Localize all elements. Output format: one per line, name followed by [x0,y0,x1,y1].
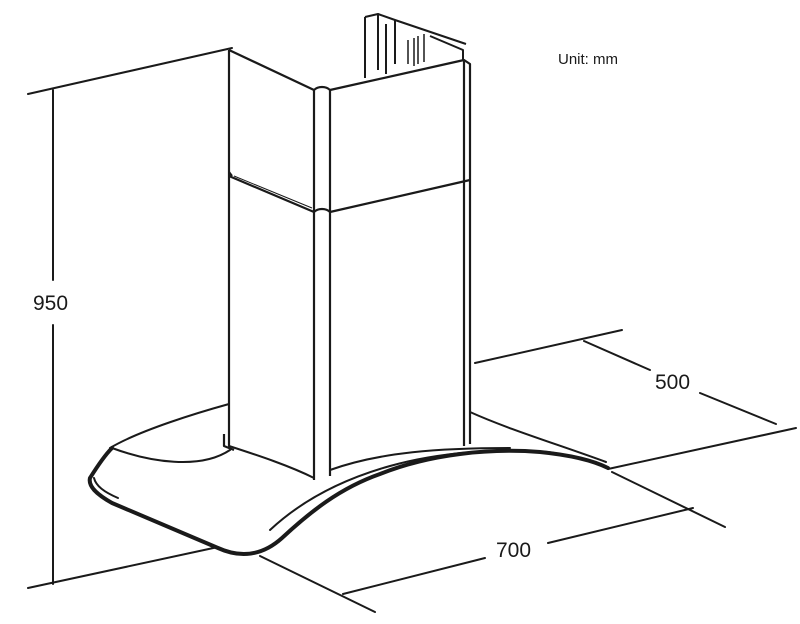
canopy [87,403,610,556]
depth-dimension-line-upper [583,340,651,371]
depth-front-extension-line [607,427,797,470]
chimney-joint-highlight [233,175,313,209]
inner-chimney-right [429,35,464,60]
width-dimension-label: 700 [496,539,531,562]
unit-label: Unit: mm [558,51,618,68]
depth-back-extension-line [474,329,623,364]
chimney-front-corner [312,85,332,480]
chimney-left-bottom [222,434,235,452]
canopy-glass-inner-edge [93,449,605,531]
inner-chimney-outline [364,13,467,78]
dimension-lines [27,47,797,613]
height-top-extension-line [27,47,233,95]
width-left-extension-line [259,555,376,613]
chimney-joint-left [228,174,331,214]
chimney-joint-right [228,171,471,214]
chimney-cover [222,49,472,480]
width-right-extension-line [611,471,726,528]
canopy-left-face-curve [111,447,231,464]
width-dimension-line-right [547,507,694,544]
chimney-right-face-top [329,58,472,444]
height-bottom-extension-line [27,546,219,589]
canopy-back-left [109,403,230,449]
depth-dimension-line-lower [699,392,777,425]
canopy-chimney-base-curve [228,445,511,479]
chimney-left-face [227,49,315,446]
width-dimension-line-left [342,557,486,595]
depth-dimension-label: 500 [655,371,690,394]
inner-chimney [364,13,467,78]
height-dimension-label: 950 [33,292,68,315]
canopy-back-right [469,411,607,463]
inner-chimney-slot [407,34,425,66]
